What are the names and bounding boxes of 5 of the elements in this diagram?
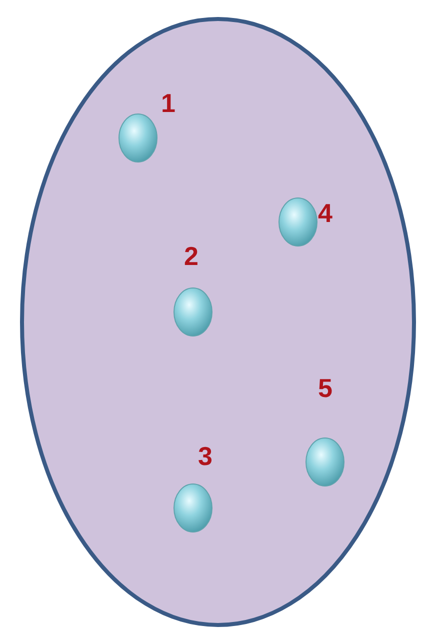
callout-number: 4 <box>318 200 332 226</box>
callout-number: 1 <box>161 90 176 116</box>
callout-number: 5 <box>318 375 332 401</box>
callout-number: 3 <box>198 443 212 469</box>
callout-number: 2 <box>184 243 198 269</box>
